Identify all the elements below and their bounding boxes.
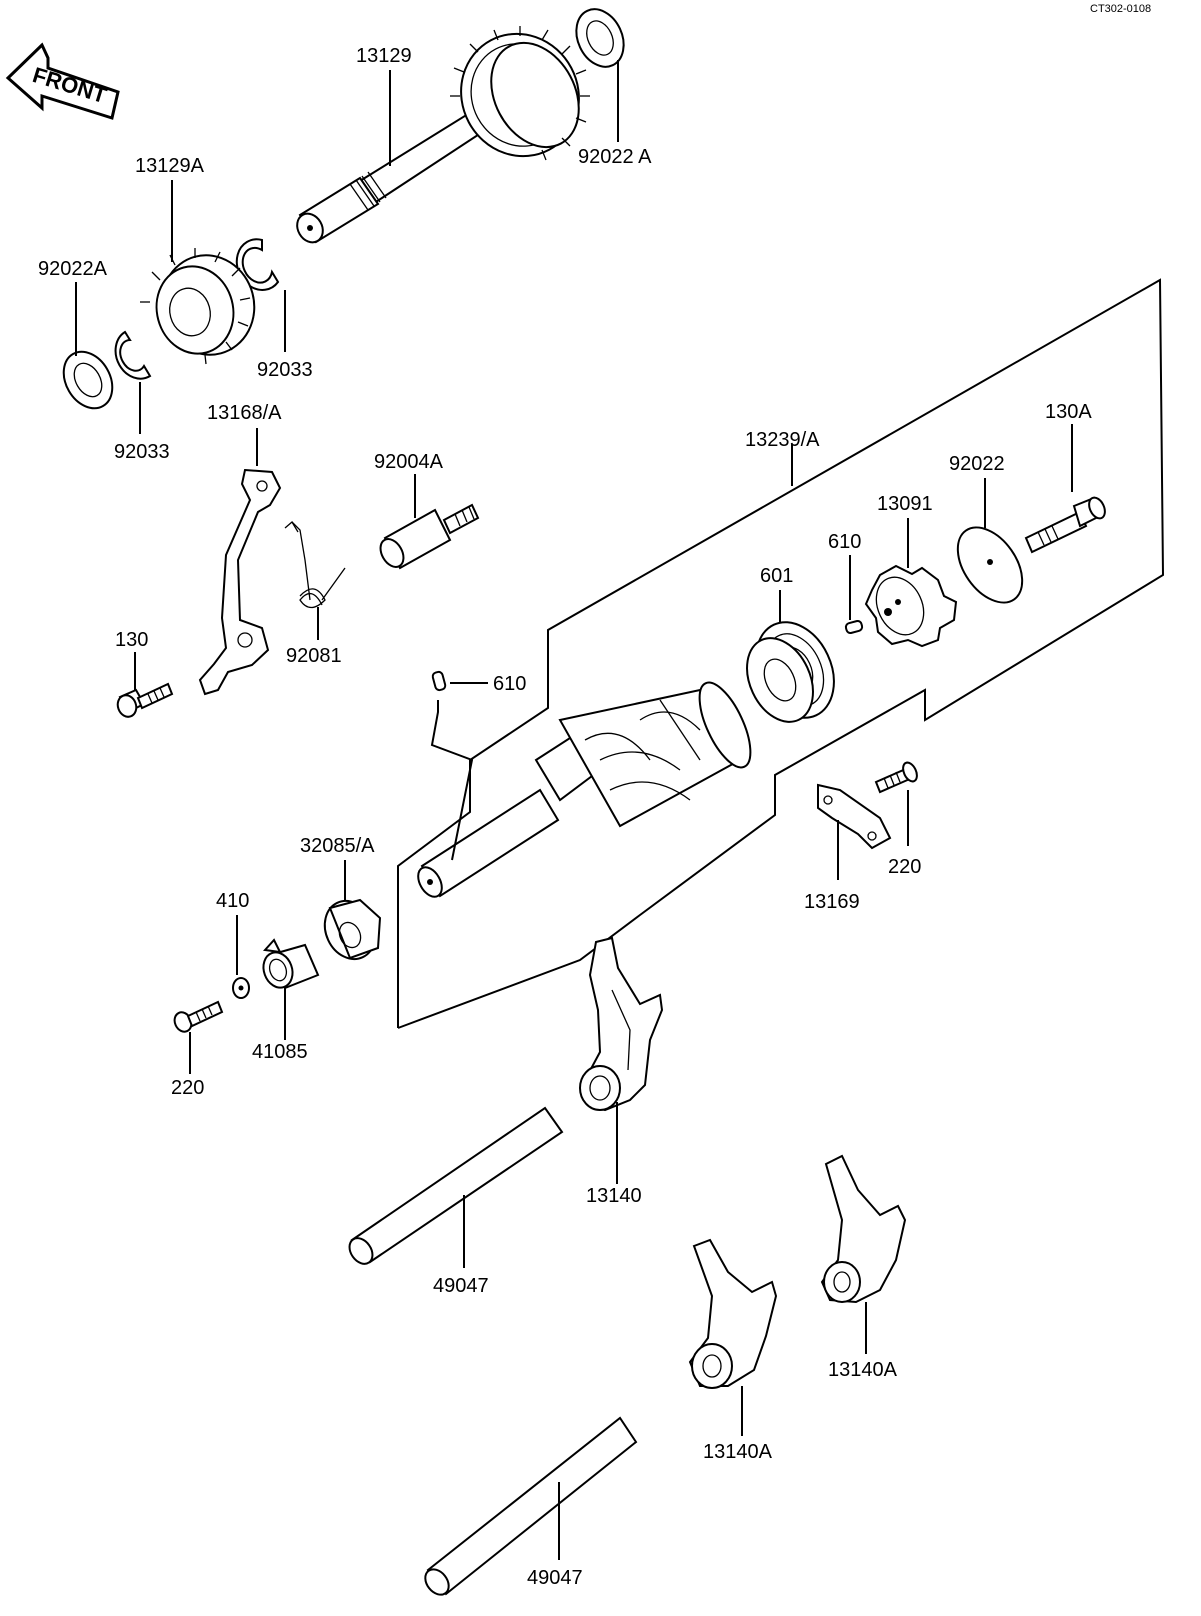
diagram-code: CT302-0108 <box>1090 3 1151 15</box>
label-92033-right: 92033 <box>257 359 313 381</box>
assembly-box <box>397 278 1165 1029</box>
fork-13140A-right <box>820 1154 907 1304</box>
pin-610-right <box>844 619 864 635</box>
shaft-13129 <box>296 26 590 244</box>
bolt-130 <box>116 682 174 718</box>
label-610-left: 610 <box>493 673 526 695</box>
label-92022: 92022 <box>949 453 1005 475</box>
label-610-right: 610 <box>828 531 861 553</box>
label-13140: 13140 <box>586 1185 642 1207</box>
label-13140A-left: 13140A <box>703 1441 773 1463</box>
circlip-92033-right <box>235 238 280 291</box>
label-13140A-right: 13140A <box>828 1359 898 1381</box>
fork-13140A-left <box>688 1238 778 1389</box>
bolt-220-right <box>874 761 918 794</box>
label-220-left: 220 <box>171 1077 204 1099</box>
bolt-130A <box>1024 496 1106 554</box>
label-130: 130 <box>115 629 148 651</box>
washer-92022 <box>956 526 1024 604</box>
front-arrow-icon: FRONT <box>5 42 120 120</box>
fork-13140 <box>579 936 664 1112</box>
label-41085: 41085 <box>252 1041 308 1063</box>
shaft-49047-upper <box>348 1106 564 1265</box>
label-49047-lower: 49047 <box>527 1567 583 1589</box>
label-32085A: 32085/A <box>300 835 375 857</box>
label-13129: 13129 <box>356 45 412 67</box>
label-13169: 13169 <box>804 891 860 913</box>
pin-610-left <box>431 670 447 692</box>
label-601: 601 <box>760 565 793 587</box>
label-130A: 130A <box>1045 401 1092 423</box>
cam-32085A <box>323 898 382 961</box>
stud-92004A <box>379 503 480 570</box>
label-13091: 13091 <box>877 493 933 515</box>
label-92033-left: 92033 <box>114 441 170 463</box>
shift-drum <box>417 681 752 898</box>
label-13129A: 13129A <box>135 155 205 177</box>
washer-92022A-top <box>575 8 625 68</box>
spring-92081 <box>284 521 346 609</box>
label-220-right: 220 <box>888 856 921 878</box>
holder-41085 <box>262 938 320 990</box>
washer-92022A-left <box>62 350 114 410</box>
circlip-92033-left <box>114 330 152 380</box>
label-92081: 92081 <box>286 645 342 667</box>
label-13239A: 13239/A <box>745 429 820 451</box>
label-92004A: 92004A <box>374 451 444 473</box>
bearing-601 <box>746 621 835 723</box>
star-plate-13091 <box>864 564 958 648</box>
label-13168A: 13168/A <box>207 402 282 424</box>
washer-410 <box>232 977 250 999</box>
label-410: 410 <box>216 890 249 912</box>
gear-13129A <box>140 248 256 365</box>
shift-lever-13168A <box>198 468 282 696</box>
shaft-49047-lower <box>424 1416 638 1596</box>
plate-13169 <box>817 783 892 850</box>
bolt-220-left <box>173 1000 224 1033</box>
label-92022A-left: 92022A <box>38 258 108 280</box>
label-49047-upper: 49047 <box>433 1275 489 1297</box>
label-92022A-top: 92022 A <box>578 146 652 168</box>
